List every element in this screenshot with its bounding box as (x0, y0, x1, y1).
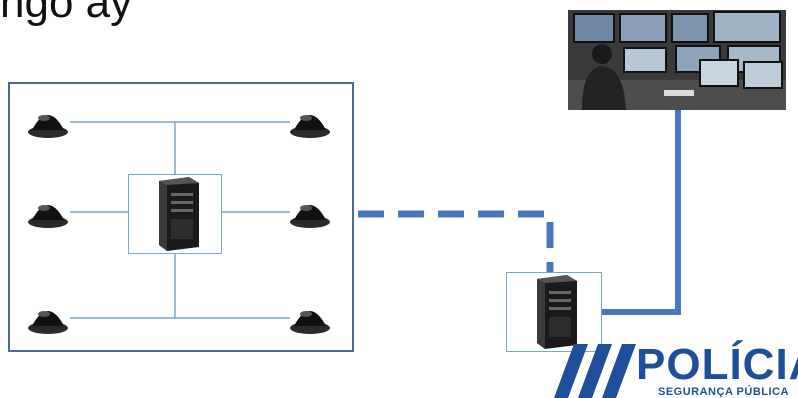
monitoring-room-photo (568, 10, 786, 110)
dome-camera-icon (290, 115, 330, 138)
dome-camera-icon (290, 205, 330, 228)
site-server (128, 174, 222, 254)
dashed-remote-link (358, 210, 554, 272)
remote-server (506, 272, 602, 352)
dome-camera-icon (28, 115, 68, 138)
dome-camera-icon (28, 311, 68, 334)
stripes-logo-icon (554, 344, 636, 398)
dome-camera-icon (28, 205, 68, 228)
camera-site-frame (8, 82, 354, 352)
tower-server-icon (159, 177, 199, 251)
tower-server-icon (537, 275, 577, 349)
logo-name: POLÍCIA (636, 340, 798, 389)
page-title-fragment: ngo ay (0, 0, 133, 27)
logo-subtitle: SEGURANÇA PÚBLICA (658, 386, 789, 398)
dome-camera-icon (290, 311, 330, 334)
policia-logo: POLÍCIA SEGURANÇA PÚBLICA (540, 340, 798, 398)
solid-monitoring-link (602, 110, 681, 315)
